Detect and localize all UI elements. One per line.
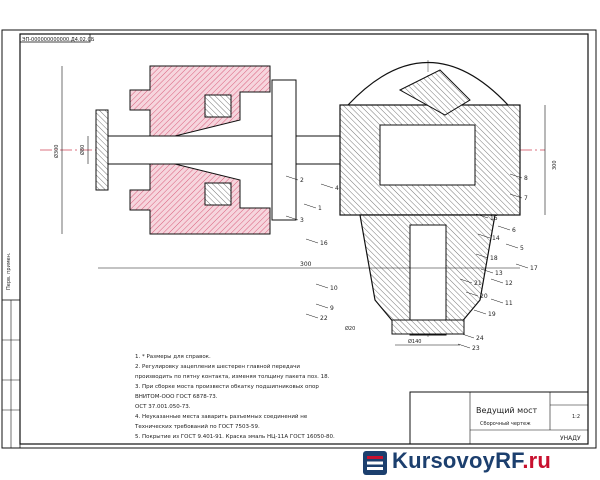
inner-border [19,33,589,445]
callout-leader [480,268,494,274]
callout-number: 10 [330,285,338,292]
diff-core [379,124,476,186]
watermark: KursovoyRF.ru [362,446,598,480]
callout-leader [490,278,504,284]
note-line: 1. * Размеры для справок. [135,354,211,360]
callout-leader [509,193,523,199]
callout-number: 23 [472,345,480,352]
callout-leader [505,243,519,249]
callout-leader [305,238,319,244]
dim-bottom-label: Ø140 [408,338,421,345]
pinion-flange [391,319,465,335]
callout-leader [303,203,317,209]
dim-mid-label: Ø80 [79,145,86,155]
callout-number: 17 [530,265,538,272]
callout-leader [461,333,475,339]
callout-leader [497,225,511,231]
hub-right-block [271,79,297,221]
callout-leader [305,313,319,319]
note-line: 4. Неуказанные места заварить разъемных … [135,413,308,420]
org-text: УНАДУ [560,435,581,442]
hub-housing-upper [129,65,271,137]
dim-small-label: Ø20 [345,325,355,332]
top-stamp-box [19,33,91,43]
callout-leader [473,309,487,315]
callout-number: 14 [492,235,500,242]
callout-leader [477,233,491,239]
callout-leader [320,183,334,189]
callout-leader [465,291,479,297]
callout-number: 7 [524,195,528,202]
callout-number: 18 [490,255,498,262]
title-text: Ведущий мост [476,406,537,415]
callout-number: 3 [300,217,304,224]
bearing-lower [204,182,232,206]
callout-number: 15 [490,215,498,222]
top-stamp-text: ЭП-000000000000.Д4.02.СБ [22,37,95,43]
note-line: ВНИТОМ-ООО ГОСТ 6878-73. [135,394,218,400]
callout-number: 13 [495,270,503,277]
callout-number: 12 [505,280,513,287]
note-line: 3. При сборке моста произвести обкатку п… [135,384,319,390]
callout-number: 5 [520,245,524,252]
bevel-gear [398,69,471,116]
callout-number: 4 [335,185,339,192]
callout-number: 8 [524,175,528,182]
dim-big-label: Ø300 [53,145,60,158]
callout-leader [509,173,523,179]
outer-border [1,29,597,449]
title-block [409,391,589,445]
callout-leader [459,278,473,284]
callout-number: 22 [320,315,328,322]
bearing-upper [204,94,232,118]
callout-number: 1 [318,205,322,212]
note-line: производить по пятну контакта, изменяя т… [135,374,330,380]
callout-number: 21 [474,280,482,287]
callout-leader [515,263,529,269]
callout-number: 2 [300,177,304,184]
subtitle-text: Сборочный чертеж [480,420,531,427]
callout-number: 16 [320,240,328,247]
shaft-flange [95,109,109,191]
callout-leader [315,283,329,289]
side-label: Перв. примен. [6,252,12,290]
callout-leader [285,215,299,221]
callout-number: 6 [512,227,516,234]
callout-leader [475,253,489,259]
callout-leader [457,343,471,349]
scale-text: 1:2 [572,414,580,420]
notes-block: 1. * Размеры для справок. 2. Регулировку … [134,354,335,440]
note-line: 5. Покрытие из ГОСТ 9.401-91. Краска эма… [135,434,335,440]
note-line: 2. Регулировку зацепления шестерен главн… [135,363,300,370]
callout-number: 11 [505,300,513,307]
dim-right-label: 300 [552,160,558,170]
callout-leader [285,175,299,181]
diff-dome [347,62,509,106]
callout-number: 24 [476,335,484,342]
note-line: Технических требований по ГОСТ 7503-59. [134,423,260,430]
hub-housing-lower [129,163,271,235]
dim-length-label: 300 [300,261,312,268]
callout-leader [490,298,504,304]
callout-number: 20 [480,293,488,300]
callout-leader [475,213,489,219]
watermark-text: KursovoyRF.ru [392,448,552,473]
callout-leader [315,303,329,309]
logo-mark-icon [363,451,387,475]
note-line: ОСТ 37.001.050-73. [135,404,191,410]
callout-number: 19 [488,311,496,318]
pinion-shaft [409,224,447,336]
callout-number: 9 [330,305,334,312]
